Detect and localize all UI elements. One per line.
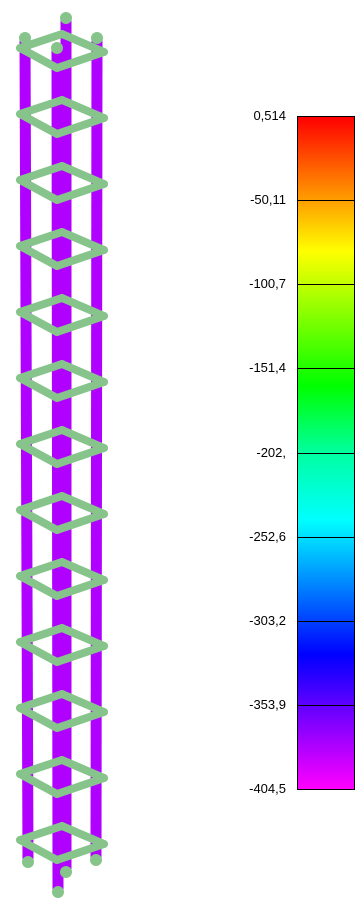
legend-tick-line	[297, 284, 355, 286]
tie-segment	[58, 30, 108, 56]
tie-segment	[16, 228, 66, 250]
tie-segment	[16, 558, 66, 580]
tie-segment	[16, 44, 61, 72]
column-rebar-model	[16, 12, 108, 898]
legend-tick-label: -303,2	[249, 612, 286, 628]
tie-segment	[53, 312, 108, 336]
tie-segment	[16, 704, 61, 732]
tie-segment	[53, 642, 108, 666]
legend-tick-line	[297, 704, 355, 706]
bar-end-cap	[51, 42, 63, 54]
tie-segment	[58, 624, 108, 650]
tie-segment	[16, 308, 61, 336]
tie-segment	[58, 162, 108, 188]
tie-segment	[16, 506, 61, 534]
legend-tick-line	[297, 620, 355, 622]
tie-segment	[58, 822, 108, 848]
tie-segment	[53, 510, 108, 534]
tie-segment	[16, 360, 66, 382]
tie-segment	[16, 638, 61, 666]
legend-tick-label: -404,5	[249, 781, 286, 796]
tie-segment	[53, 840, 108, 864]
tie-segment	[16, 624, 66, 646]
tie-segment	[16, 836, 61, 864]
legend-tick-line	[297, 200, 355, 202]
tie-segment	[58, 96, 108, 122]
tie-segment	[16, 176, 61, 204]
tie-segment	[58, 690, 108, 716]
tie-segment	[16, 822, 66, 844]
bar-end-cap	[22, 856, 34, 868]
legend-tick-label: -353,9	[249, 696, 286, 712]
tie-segment	[16, 30, 66, 52]
legend-tick-line	[297, 536, 355, 538]
tie-segment	[53, 180, 108, 204]
legend-tick-label: -202,	[256, 444, 286, 460]
tie-segment	[16, 96, 66, 118]
bar-end-cap	[91, 32, 103, 44]
tie-segment	[16, 756, 66, 778]
legend-tick-label: -151,4	[249, 360, 286, 376]
tie-segment	[16, 294, 66, 316]
legend-tick-label: -50,11	[250, 192, 286, 208]
bar-end-cap	[19, 32, 31, 44]
tie-segment	[16, 426, 66, 448]
tie-segment	[53, 576, 108, 600]
tie-segment	[16, 162, 66, 184]
tie-segment	[58, 492, 108, 518]
tie-segment	[58, 360, 108, 386]
tie-segment	[58, 294, 108, 320]
bar-end-cap	[60, 12, 72, 24]
tie-segment	[58, 558, 108, 584]
tie-segment	[58, 426, 108, 452]
tie-segment	[16, 110, 61, 138]
tie-segment	[53, 774, 108, 798]
legend-tick-label: -100,7	[249, 276, 286, 292]
tie-segment	[58, 756, 108, 782]
legend-tick-line	[297, 368, 355, 370]
tie-segment	[16, 374, 61, 402]
tie-segment	[53, 444, 108, 468]
tie-segment	[53, 378, 108, 402]
tie-segment	[53, 708, 108, 732]
tie-segment	[16, 492, 66, 514]
tie-segment	[16, 572, 61, 600]
legend-tick-line	[297, 452, 355, 454]
bar-end-cap	[90, 854, 102, 866]
legend-tick-label: 0,514	[253, 108, 286, 123]
legend-tick-label: -252,6	[249, 528, 286, 544]
bar-end-cap	[60, 866, 72, 878]
tie-segment	[16, 690, 66, 712]
tie-segment	[16, 440, 61, 468]
tie-segment	[58, 228, 108, 254]
tie-segment	[53, 246, 108, 270]
tie-segment	[16, 242, 61, 270]
tie-segment	[16, 770, 61, 798]
tie-segment	[53, 114, 108, 138]
bar-end-cap	[52, 886, 64, 898]
longitudinal-bar	[51, 42, 64, 898]
tie-segment	[53, 48, 108, 72]
